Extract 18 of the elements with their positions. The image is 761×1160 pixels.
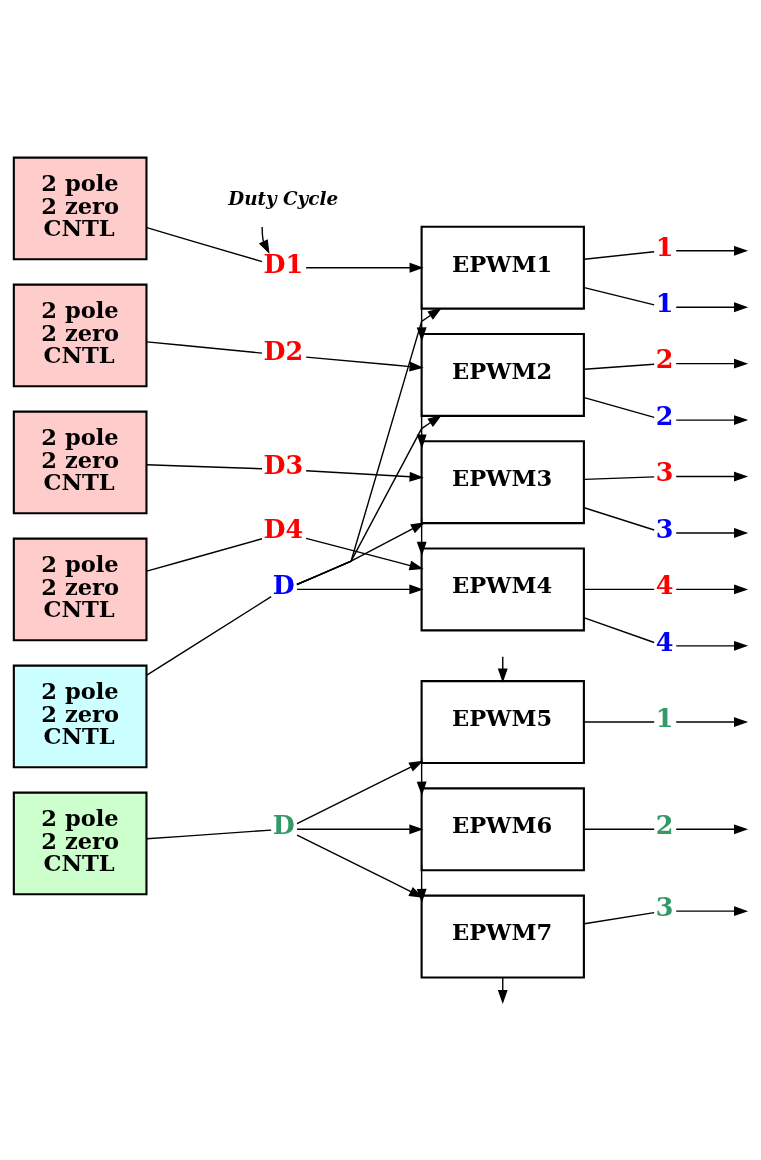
node-text: 4: [655, 626, 674, 657]
node-text: 4: [655, 569, 674, 600]
node-text: 2: [655, 809, 674, 840]
node-text: D4: [263, 513, 304, 544]
node-text: 2: [655, 343, 674, 374]
node-text: 3: [655, 456, 674, 487]
node-text: 1: [655, 231, 674, 262]
node-text: 3: [655, 891, 674, 922]
node-text: Duty Cycle: [228, 187, 339, 209]
node-text: D1: [263, 248, 304, 278]
node-text: D2: [263, 335, 304, 366]
node-text: D: [272, 809, 295, 840]
node-text: 1: [655, 287, 674, 318]
node-text: D3: [263, 449, 304, 480]
node-text: D: [272, 569, 295, 600]
node-text: 1: [655, 702, 674, 733]
node-text: 2: [655, 400, 674, 431]
node-text: 3: [655, 513, 674, 544]
